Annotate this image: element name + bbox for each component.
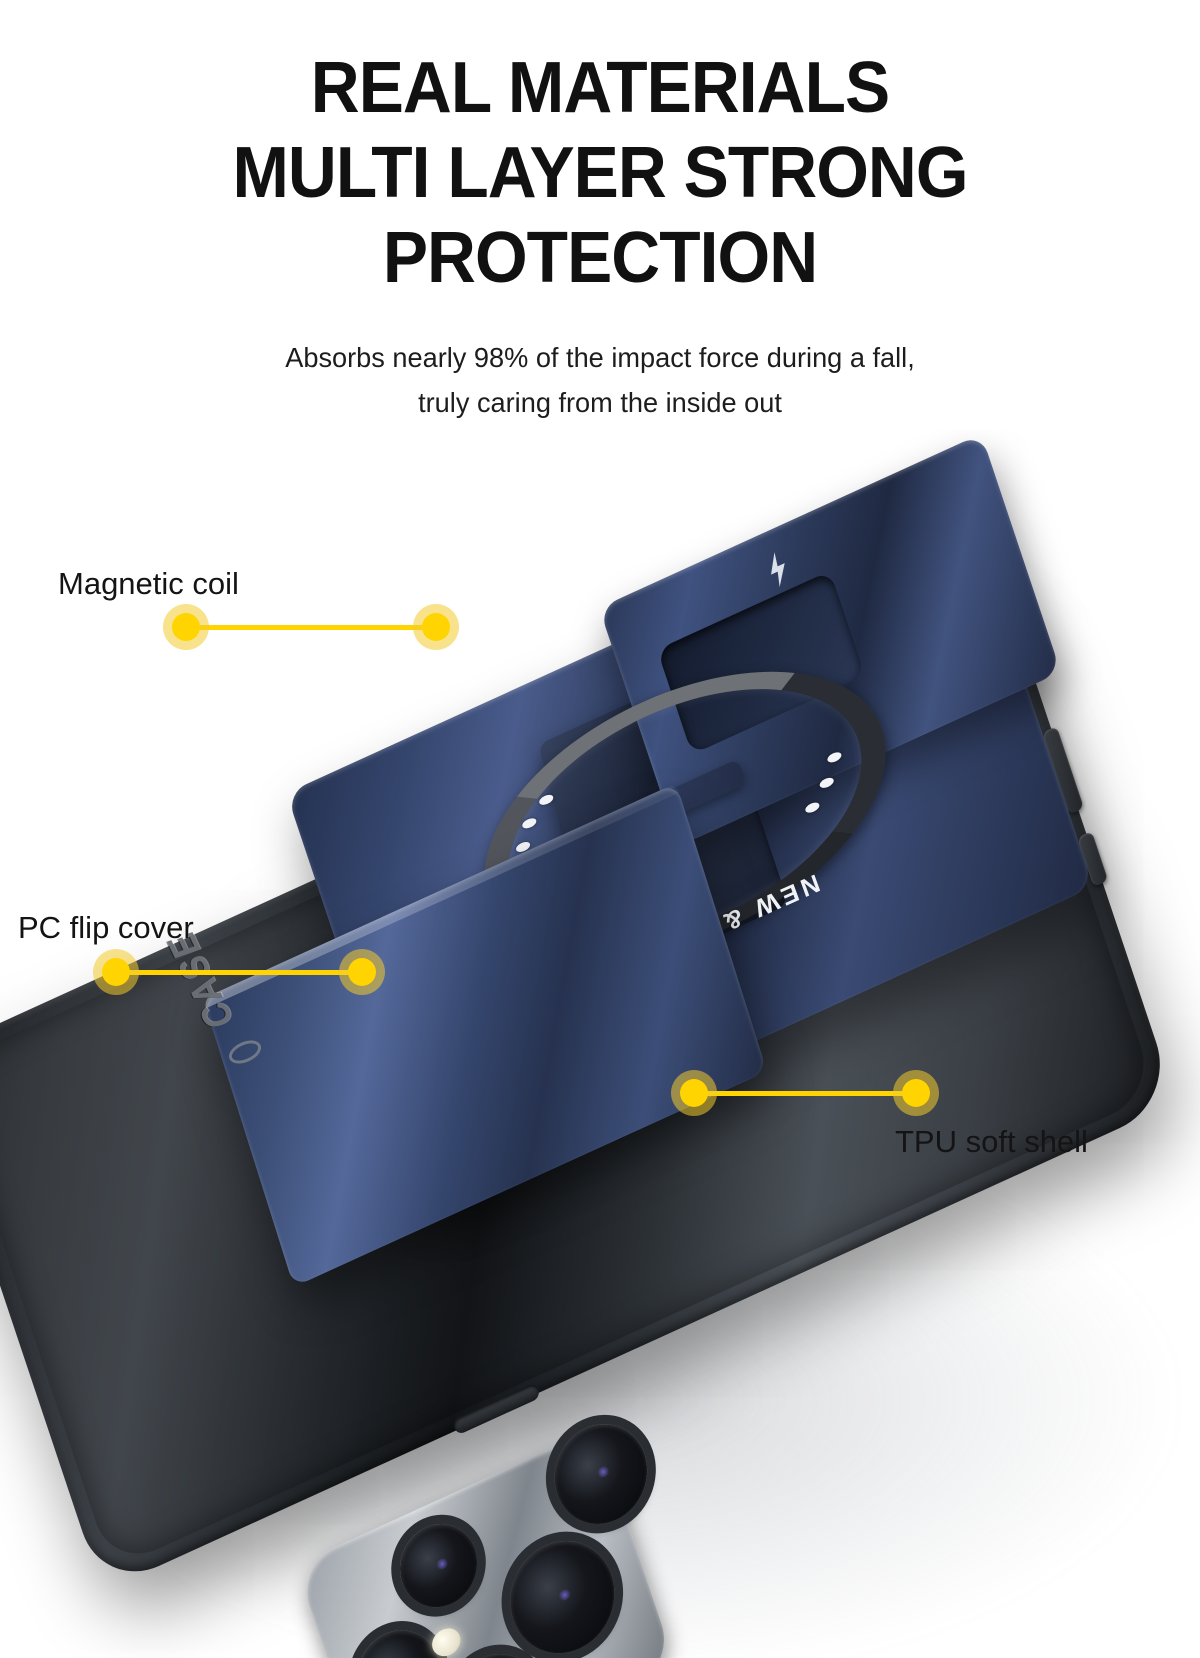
ring-dot [537,792,555,807]
callout-dot-magnetic-coil-end [422,613,450,641]
callout-line-pc-flip-cover [116,970,362,975]
product-exploded-view: NEW & CASE [0,430,1200,1658]
callout-dot-pc-flip-cover-end [348,958,376,986]
title-line-3: PROTECTION [382,217,818,298]
ring-dot [818,775,835,790]
subtitle-line-1: Absorbs nearly 98% of the impact force d… [285,341,915,373]
page-title: REAL MATERIALS MULTI LAYER STRONG PROTEC… [36,0,1164,301]
callout-label-magnetic-coil: Magnetic coil [58,566,239,601]
callout-line-tpu-soft-shell [694,1091,916,1096]
ring-dot [521,816,538,831]
callout-dot-tpu-soft-shell-start [680,1079,708,1107]
subtitle-line-2: truly caring from the inside out [418,387,782,419]
callout-dot-magnetic-coil-start [172,613,200,641]
title-line-1: REAL MATERIALS [310,48,890,128]
callout-label-pc-flip-cover: PC flip cover [18,910,194,945]
page-subtitle: Absorbs nearly 98% of the impact force d… [0,335,1200,426]
title-line-2: MULTI LAYER STRONG [232,132,968,213]
header: REAL MATERIALS MULTI LAYER STRONG PROTEC… [0,0,1200,426]
callout-dot-pc-flip-cover-start [102,958,130,986]
callout-label-tpu-soft-shell: TPU soft shell [895,1124,1088,1159]
ring-dot [826,750,843,765]
ring-dot [804,800,821,815]
callout-line-magnetic-coil [186,625,436,630]
lightning-bolt-icon [761,548,796,591]
callout-dot-tpu-soft-shell-end [902,1079,930,1107]
